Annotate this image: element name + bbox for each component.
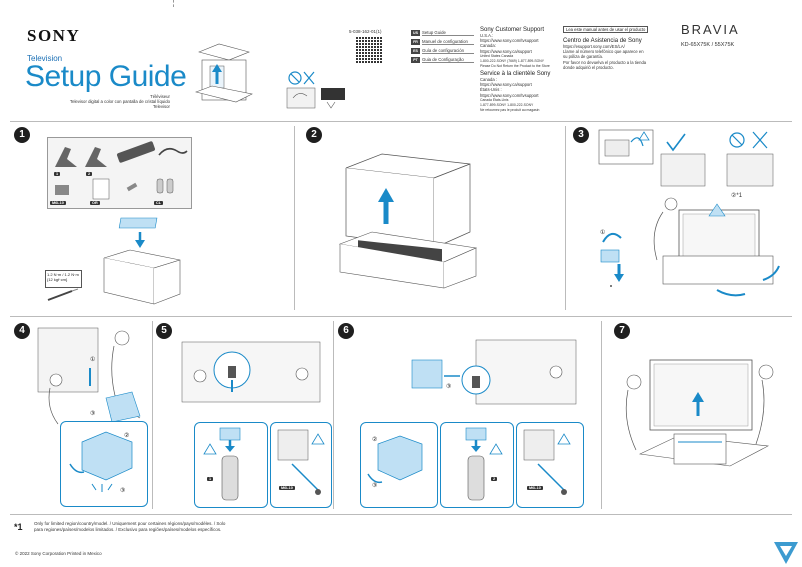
attach-stand-people-illustration (37, 327, 141, 425)
step5-stand-left-illustration (203, 427, 241, 501)
part-badge-cable-holder: CL (154, 201, 164, 205)
recycle-corner-icon (774, 542, 798, 564)
step7-place-tv-illustration (625, 359, 774, 467)
part-number: 5-038-162-01(1) (349, 29, 382, 34)
subtitle-pt: Televisor (153, 104, 170, 109)
subtitle-fr: Téléviseur (150, 94, 170, 99)
divider-bottom (10, 514, 792, 515)
step6-detail-marker-3: ③ (372, 483, 378, 489)
step-1-number: 1 (14, 127, 30, 143)
step6-stand-right-illustration (465, 427, 503, 501)
screwdriver-icon (47, 288, 79, 301)
step-7-number: 7 (614, 323, 630, 339)
step6-screw-badge: M6L10 (527, 486, 543, 490)
header-warning-illustration (286, 71, 345, 109)
part-badge-screws: M6L10 (50, 201, 66, 205)
step3-warning-icons (598, 129, 774, 187)
step6-marker-3: ③ (446, 384, 452, 390)
step-5-number: 5 (156, 323, 172, 339)
step-6-number: 6 (338, 323, 354, 339)
step-3-number: 3 (573, 127, 589, 143)
footnote-line-2: para regiones/países/modelos limitados. … (34, 527, 222, 532)
step4-detail-illustration (69, 431, 133, 492)
step-4-number: 4 (14, 323, 30, 339)
part-badge-manual: OR (90, 201, 100, 205)
footnote-line-1: Only for limited region/country/model. /… (34, 521, 226, 526)
step5-screw-illustration (277, 429, 325, 495)
step4-detail-marker-3: ③ (120, 488, 126, 494)
spanish-banner: Lea este manual antes de usar el product… (563, 26, 649, 33)
brand-logo: SONY (27, 26, 81, 45)
parts-illustration (55, 141, 188, 200)
step-2-number: 2 (306, 127, 322, 143)
support-fr: Service à la clientèle Sony Canada : htt… (480, 71, 551, 113)
step6-remove-holder-illustration (367, 435, 423, 484)
divider-top (10, 121, 792, 122)
series-logo: BRAVIA (681, 22, 740, 37)
step6-screw-illustration (523, 429, 571, 495)
remove-tv-illustration (600, 197, 780, 297)
support-en: Sony Customer Support U.S.A.: https://ww… (480, 27, 550, 69)
header-unbox-illustration (194, 43, 253, 103)
lift-box-illustration (338, 153, 478, 289)
page-title: Setup Guide (25, 60, 187, 93)
step3-marker-1: ① (600, 230, 606, 236)
support-es: Centro de Asistencia de Sony https://esu… (563, 38, 647, 70)
step4-detail-marker-2: ② (124, 433, 130, 439)
step3-footnote-marker: ②*1 (731, 193, 743, 199)
model-numbers: KD-65X75K / 55X75K (681, 42, 735, 48)
product-type: Television (27, 54, 63, 63)
copyright: © 2022 Sony Corporation Printed in Mexic… (15, 551, 102, 556)
part-badge-stand-left: 1 (54, 172, 61, 176)
step4-marker-3: ③ (90, 411, 96, 417)
step6-people-illustration (411, 339, 577, 405)
step4-marker-1: ① (90, 357, 96, 363)
torque-spec: 1.2 N·m / 1.2 N·m {12 kgf·cm} (45, 270, 82, 288)
subtitle-es: Televisor digital a color con pantalla d… (69, 99, 170, 104)
divider-middle (10, 316, 792, 317)
box-parts-illustration (103, 217, 181, 305)
step6-detail-marker-2: ② (372, 437, 378, 443)
step5-people-illustration (181, 341, 321, 403)
part-badge-stand-right: 2 (86, 172, 93, 176)
footnote-marker: *1 (14, 522, 23, 532)
step5-badge-1: 1 (207, 477, 214, 481)
step5-screw-badge: M6L10 (279, 486, 295, 490)
step6-badge-2: 2 (491, 477, 498, 481)
